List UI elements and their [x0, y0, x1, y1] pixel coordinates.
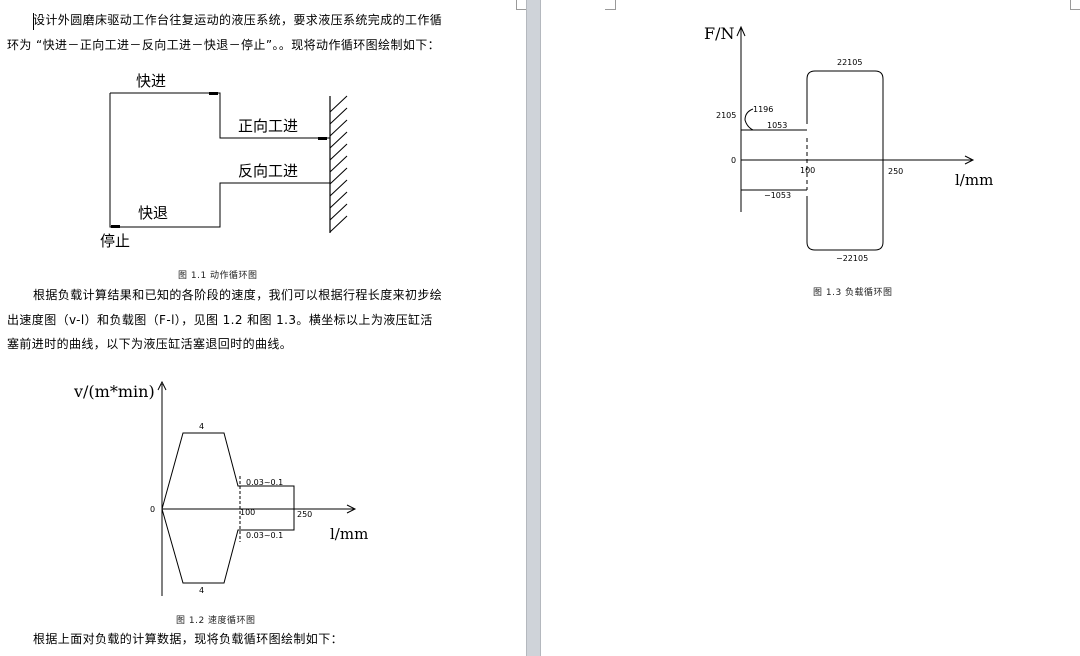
paragraph-2-line-1[interactable]: 根据负载计算结果和已知的各阶段的速度，我们可以根据行程长度来初步绘 [33, 288, 443, 302]
x-axis-label: l/mm [330, 525, 368, 543]
document-page-left: 设计外圆磨床驱动工作台往复运动的液压系统，要求液压系统完成的工作循 环为 “快进… [0, 0, 526, 656]
label-22105: 22105 [837, 58, 862, 67]
forward-velocity-curve [161, 432, 295, 510]
leader-1196 [744, 108, 754, 131]
label-forward-work: 正向工进 [238, 117, 298, 135]
y-axis-arrow [157, 380, 167, 391]
y-axis-label: F/N [704, 24, 735, 43]
crop-mark-top-right [516, 0, 526, 10]
label-1053: 1053 [767, 121, 787, 130]
wall-hatching [329, 95, 348, 233]
marker-fast-forward [209, 92, 218, 95]
return-velocity-curve [161, 508, 295, 584]
y-axis-arrow [736, 25, 746, 37]
marker-fast-return [111, 225, 120, 228]
figure-1-1-caption: 图 1.1 动作循环图 [178, 271, 258, 281]
paragraph-1-line-2[interactable]: 环为 “快进－正向工进－反向工进－快退－停止”。。现将动作循环图绘制如下： [7, 38, 441, 52]
label-1196: 1196 [753, 105, 773, 114]
paragraph-3-line-1[interactable]: 根据上面对负载的计算数据，现将负载循环图绘制如下： [33, 632, 344, 646]
x-axis-arrow [346, 504, 357, 514]
tick-250: 250 [888, 167, 903, 176]
crop-mark-top-left [605, 0, 616, 10]
label-work-top: 0.03~0.1 [246, 478, 283, 487]
tick-250: 250 [297, 510, 312, 519]
page-gutter [526, 0, 541, 656]
label-bottom-4: 4 [199, 586, 204, 595]
x-axis-label: l/mm [955, 171, 993, 189]
paragraph-1-line-1[interactable]: 设计外圆磨床驱动工作台往复运动的液压系统，要求液压系统完成的工作循 [33, 13, 443, 27]
tick-100: 100 [800, 166, 815, 175]
return-work-load-curve [806, 160, 884, 251]
forward-work-load-curve [806, 70, 884, 160]
figure-1-1-action-cycle: 快进 正向工进 反向工进 快退 停止 [100, 72, 348, 250]
crop-mark-top-right-2 [1070, 0, 1080, 10]
label-neg-22105: −22105 [836, 254, 868, 263]
paragraph-2-line-2[interactable]: 出速度图（v-l）和负载图（F-l），见图 1.2 和图 1.3。横坐标以上为液… [7, 313, 433, 327]
label-reverse-work: 反向工进 [238, 162, 298, 180]
origin-label: 0 [731, 156, 736, 165]
paragraph-2-line-3[interactable]: 塞前进时的曲线，以下为液压缸活塞退回时的曲线。 [7, 337, 293, 351]
label-2105: 2105 [716, 111, 736, 120]
label-top-4: 4 [199, 422, 204, 431]
x-axis-arrow [964, 155, 975, 165]
tick-100: 100 [240, 508, 255, 517]
y-axis-label: v/(m*min) [73, 382, 155, 401]
document-page-right: F/N l/mm 0 100 250 2105 1196 1053 −1053 … [541, 0, 1080, 656]
text-cursor [33, 13, 34, 30]
origin-label: 0 [150, 505, 155, 514]
figure-1-2-caption: 图 1.2 速度循环图 [176, 616, 256, 626]
figure-1-2-velocity-cycle: v/(m*min) l/mm 0 100 250 4 4 0.03~0.1 0.… [73, 380, 368, 596]
label-stop: 停止 [100, 232, 130, 250]
figure-1-3-caption: 图 1.3 负载循环图 [813, 288, 893, 298]
label-fast-forward: 快进 [136, 72, 166, 90]
label-work-bottom: 0.03~0.1 [246, 531, 283, 540]
cycle-path [109, 92, 330, 228]
label-neg-1053: −1053 [764, 191, 791, 200]
figure-1-3-load-cycle: F/N l/mm 0 100 250 2105 1196 1053 −1053 … [704, 24, 993, 263]
label-fast-return: 快退 [138, 204, 168, 222]
marker-forward-work [318, 137, 327, 140]
